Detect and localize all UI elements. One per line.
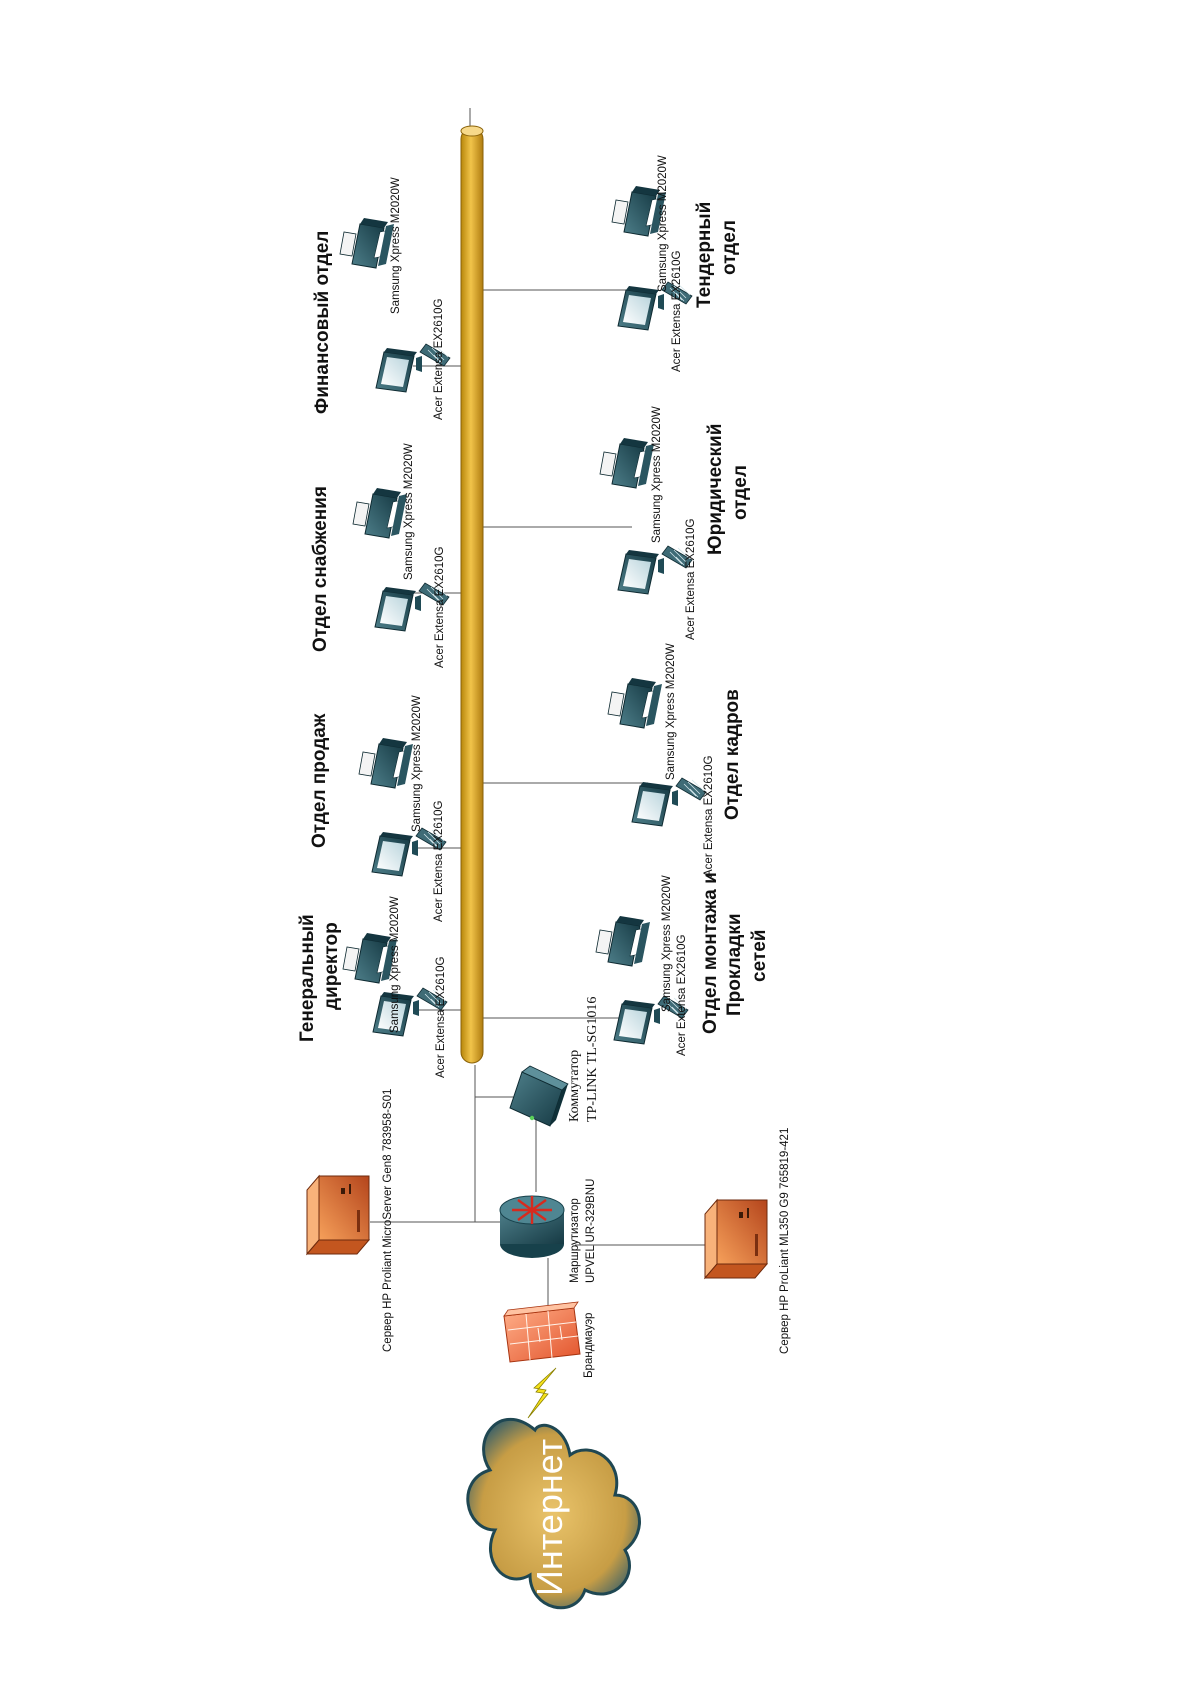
router-label-line1: Маршрутизатор [569, 1198, 581, 1283]
internet-cloud-icon [466, 1417, 641, 1610]
printer-model-label: Samsung Xpress M2020W [390, 177, 402, 314]
router-label-line2: UPVEL UR-329BNU [585, 1179, 597, 1283]
lightning-icon [527, 1367, 557, 1419]
printer-model-label: Samsung Xpress M2020W [403, 443, 415, 580]
server-ml350-icon [704, 1199, 768, 1279]
router-icon [499, 1195, 565, 1258]
printer-icon [352, 487, 408, 539]
printer-icon [339, 217, 395, 269]
dept-title-installation-line3: сетей [749, 930, 770, 982]
printer-icon [607, 677, 663, 729]
printer-model-label: Samsung Xpress M2020W [665, 643, 677, 780]
switch-icon [509, 1065, 569, 1127]
workstation-icon [617, 545, 693, 595]
pc-model-label: Acer Extensa EX2610G [703, 755, 715, 877]
pc-model-label: Acer Extensa EX2610G [671, 250, 683, 372]
dept-title-tender-line2: отдел [719, 220, 740, 275]
dept-title-sales: Отдел продаж [309, 713, 330, 848]
firewall-label: Брандмауэр [583, 1313, 595, 1378]
pc-model-label: Acer Extensa EX2610G [433, 298, 445, 420]
dept-title-installation-line1: Отдел монтажа и [700, 872, 721, 1034]
firewall-icon [503, 1301, 581, 1363]
dept-title-legal-line1: Юридический [705, 424, 726, 555]
printer-icon [358, 737, 414, 789]
printer-model-label: Samsung Xpress M2020W [411, 695, 423, 832]
workstation-icon [631, 777, 707, 827]
pc-model-label: Acer Extensa EX2610G [434, 546, 446, 668]
pc-model-label: Acer Extensa EX2610G [685, 518, 697, 640]
pc-model-label: Acer Extensa EX2610G [435, 956, 447, 1078]
dept-title-installation-line2: Прокладки [724, 914, 745, 1017]
switch-label-line2: TP-LINK TL-SG1016 [585, 997, 600, 1122]
server-ml350-label: Сервер HP ProLiant ML350 G9 765819-421 [779, 1128, 791, 1354]
server-microserver-icon [306, 1175, 370, 1255]
printer-model-label: Samsung Xpress M2020W [389, 896, 401, 1033]
pc-model-label: Acer Extensa EX2610G [433, 800, 445, 922]
dept-title-legal-line2: отдел [730, 465, 751, 520]
backbone-bus [460, 125, 484, 1064]
pc-model-label: Acer Extensa EX2610G [676, 934, 688, 1056]
printer-model-label: Samsung Xpress M2020W [661, 875, 673, 1012]
internet-label: Интернет [529, 1439, 570, 1596]
dept-title-hr: Отдел кадров [722, 689, 743, 820]
dept-title-tender-line1: Тендерный [694, 202, 715, 308]
dept-title-general-director-line1: Генеральный [297, 914, 318, 1042]
switch-label-line1: Коммутатор [567, 1050, 582, 1122]
printer-model-label: Samsung Xpress M2020W [651, 406, 663, 543]
printer-icon [595, 915, 651, 967]
printer-icon [599, 437, 655, 489]
dept-title-general-director-line2: директор [321, 922, 342, 1010]
dept-title-finance: Финансовый отдел [312, 231, 333, 414]
dept-title-supply: Отдел снабжения [310, 486, 331, 652]
server-microserver-label: Сервер HP Proliant MicroServer Gen8 7839… [382, 1089, 394, 1352]
printer-model-label: Samsung Xpress M2020W [657, 155, 669, 292]
